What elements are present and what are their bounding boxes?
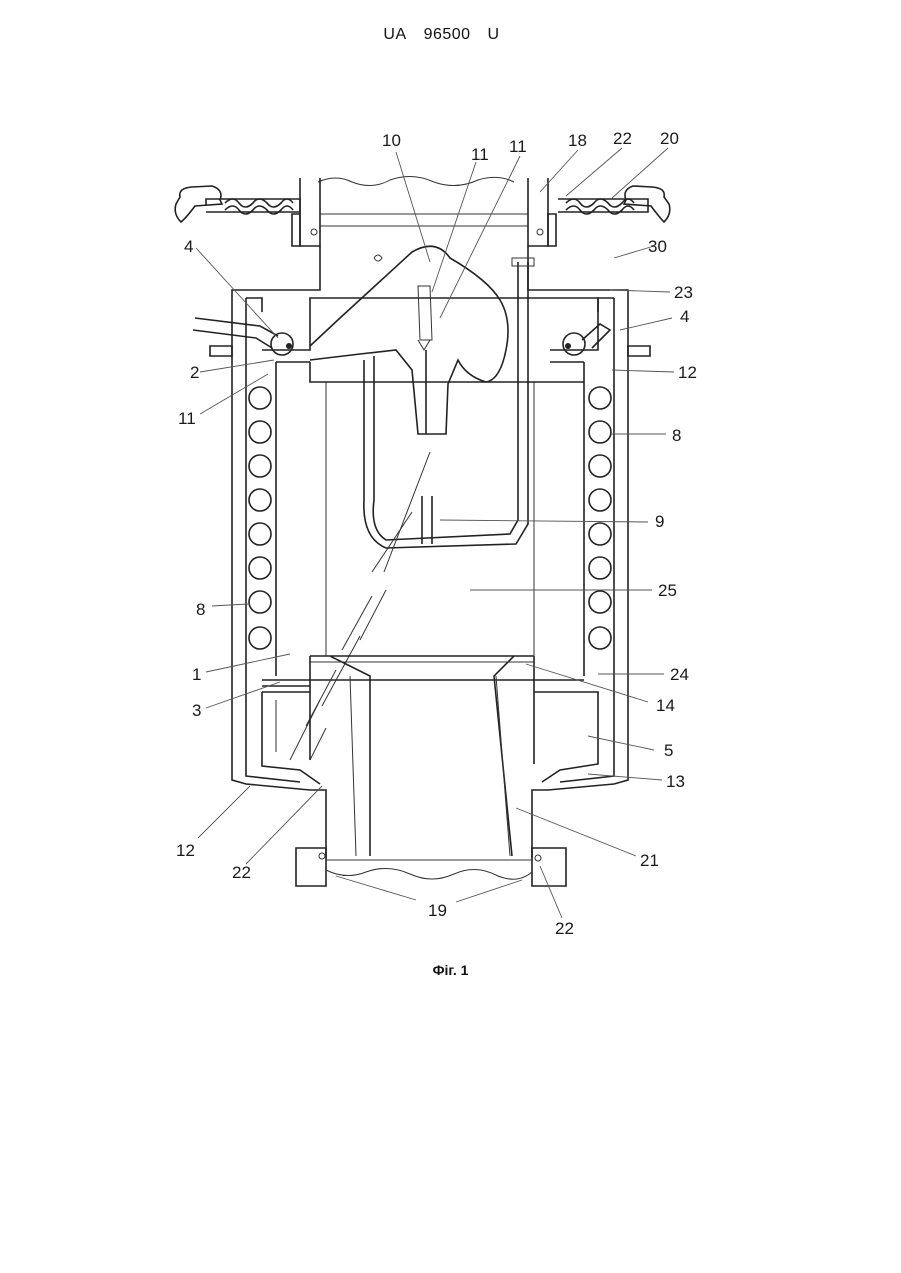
cooling-coils-left: [249, 387, 271, 649]
label-7: 11: [471, 145, 489, 164]
label-4-right: 4: [680, 307, 689, 326]
label-8-right: 8: [672, 426, 681, 445]
label-24: 24: [670, 665, 689, 684]
label-19: 19: [428, 901, 447, 920]
label-22-left: 22: [232, 863, 251, 882]
label-23: 23: [674, 283, 693, 302]
label-13: 13: [666, 772, 685, 791]
reference-numerals: 10 11 11 18 22 20 30 23 4 12 8 9 25 24 1…: [176, 129, 697, 938]
leader-lines: [196, 148, 674, 918]
label-21: 21: [640, 851, 659, 870]
label-22-bottom: 22: [555, 919, 574, 938]
label-5: 5: [664, 741, 673, 760]
label-12-text: 12: [176, 841, 195, 860]
label-10: 11: [509, 137, 527, 156]
label-20: 20: [660, 129, 679, 148]
electrode-assembly: [310, 246, 534, 548]
label-2: 2: [190, 363, 199, 382]
label-11-right: 12: [678, 363, 697, 382]
label-9: 9: [655, 512, 664, 531]
flow-arrows: [276, 452, 430, 760]
label-6: 10: [382, 131, 401, 150]
bottom-flange: [296, 848, 566, 886]
label-22-top: 22: [613, 129, 632, 148]
label-30: 30: [648, 237, 667, 256]
label-14: 14: [656, 696, 675, 715]
figure-caption: Фіг. 1: [0, 962, 901, 978]
label-18: 18: [568, 131, 587, 150]
top-flange: [175, 176, 670, 246]
label-3: 3: [192, 701, 201, 720]
label-8-left: 8: [196, 600, 205, 619]
label-25: 25: [658, 581, 677, 600]
label-4-left: 4: [184, 237, 193, 256]
label-1: 1: [192, 665, 201, 684]
inner-chamber: [262, 298, 598, 686]
label-11-left-text: 11: [178, 409, 196, 428]
cooling-coils-right: [589, 387, 611, 649]
